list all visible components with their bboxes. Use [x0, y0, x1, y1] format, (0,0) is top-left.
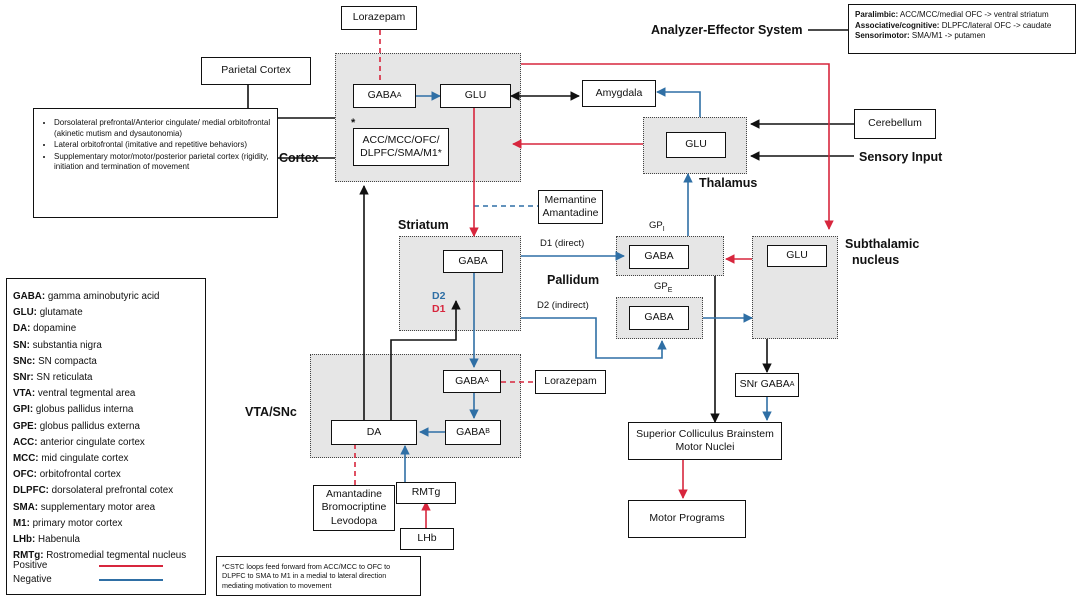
d2-label: D2: [432, 290, 446, 302]
lorazepam-top-box: Lorazepam: [341, 6, 417, 30]
glu-stn-box: GLU: [767, 245, 827, 267]
system-key-row-paralimbic: Paralimbic: ACC/MCC/medial OFC -> ventra…: [855, 10, 1049, 19]
abbreviation-row: SN: substantia nigra: [13, 339, 102, 351]
cortex-notes-list: Dorsolateral prefrontal/Anterior cingula…: [40, 118, 271, 174]
gpi-label: GPI: [649, 220, 665, 233]
abbreviation-legend: GABA: gamma aminobutyric acid GLU: gluta…: [6, 278, 206, 595]
positive-connectors: [421, 63, 834, 532]
abbreviation-row: OFC: orbitofrontal cortex: [13, 469, 121, 481]
abbreviation-row: RMTg: Rostromedial tegmental nucleus: [13, 550, 187, 562]
positive-legend-label: Positive: [13, 560, 48, 571]
pallidum-label: Pallidum: [547, 273, 600, 287]
footnote-line: DLPFC to SMA to M1 in a medial to latera…: [222, 571, 387, 581]
negative-legend-label: Negative: [13, 574, 52, 585]
cortex-note: Supplementary motor/motor/posterior pari…: [54, 152, 271, 173]
striatum-label: Striatum: [398, 218, 449, 232]
glu-thalamus-box: GLU: [666, 132, 726, 158]
subthalamic-label: Subthalamic: [845, 237, 920, 251]
d1-label: D1: [432, 303, 446, 315]
abbreviation-row: ACC: anterior cingulate cortex: [13, 436, 145, 448]
gaba-gpi-box: GABA: [629, 245, 689, 269]
negative-connectors: [400, 87, 772, 484]
system-key-box: Paralimbic: ACC/MCC/medial OFC -> ventra…: [848, 4, 1076, 54]
system-key-row-associative: Associative/cognitive: DLPFC/lateral OFC…: [855, 20, 1052, 30]
nucleus-label: nucleus: [852, 253, 900, 267]
system-key-row-sensorimotor: Sensorimotor: SMA/M1 -> putamen: [855, 31, 986, 40]
dashed-connectors: [354, 30, 538, 485]
thalamus-label: Thalamus: [699, 176, 758, 190]
da-box: DA: [331, 420, 417, 445]
amygdala-box: Amygdala: [582, 80, 656, 107]
gaba-gpe-box: GABA: [629, 306, 689, 330]
abbreviation-row: SMA: supplementary motor area: [13, 501, 156, 513]
d2-indirect-label: D2 (indirect): [537, 300, 589, 311]
cortex-note: Dorsolateral prefrontal/Anterior cingula…: [54, 118, 271, 139]
abbreviation-row: GABA: gamma aminobutyric acid: [13, 291, 160, 302]
abbreviation-row: DA: dopamine: [13, 323, 77, 335]
cerebellum-box: Cerebellum: [854, 109, 936, 139]
black-connectors: [247, 29, 854, 423]
acc-mcc-ofc-box: ACC/MCC/OFC/DLPFC/SMA/M1*: [353, 128, 449, 166]
abbreviation-row: SNc: SN compacta: [13, 355, 97, 367]
abbreviation-row: M1: primary motor cortex: [13, 517, 123, 529]
parietal-cortex-box: Parietal Cortex: [201, 57, 311, 85]
abbreviation-row: GLU: glutamate: [13, 307, 83, 319]
gaba-striatum-box: GABA: [443, 250, 503, 273]
system-key-list: Paralimbic: ACC/MCC/medial OFC -> ventra…: [855, 10, 1051, 42]
lorazepam-mid-box: Lorazepam: [535, 370, 606, 394]
abbreviation-row: SNr: SN reticulata: [13, 372, 93, 384]
gpe-label: GPE: [654, 281, 673, 294]
cortex-notes-box: Dorsolateral prefrontal/Anterior cingula…: [33, 108, 278, 218]
abbreviation-row: DLPFC: dorsolateral prefrontal cotex: [13, 485, 174, 497]
vta-snc-label: VTA/SNc: [245, 405, 297, 419]
d1-direct-label: D1 (direct): [540, 238, 585, 249]
footnote-line: mediating motivation to movement: [222, 580, 332, 590]
footnote-box: *CSTC loops feed forward from ACC/MCC to…: [216, 556, 421, 596]
lhb-box: LHb: [400, 528, 454, 550]
abbreviation-row: VTA: ventral tegmental area: [13, 388, 136, 400]
abbreviation-row: GPE: globus pallidus externa: [13, 420, 140, 432]
cortex-label: Cortex: [279, 151, 319, 165]
cortex-note: Lateral orbitofrontal (imitative and rep…: [54, 140, 271, 151]
glu-cortex-box: GLU: [440, 84, 511, 108]
abbreviation-row: LHb: Habenula: [13, 534, 80, 546]
line-legend-swatches: [99, 565, 163, 581]
abbreviation-row: MCC: mid cingulate cortex: [13, 453, 129, 465]
abbreviation-row: GPI: globus pallidus interna: [13, 404, 134, 416]
rmtg-box: RMTg: [396, 482, 456, 504]
asterisk-mark: *: [351, 117, 356, 129]
diagram-title: Analyzer-Effector System: [651, 23, 803, 37]
footnote-line: *CSTC loops feed forward from ACC/MCC to…: [222, 561, 391, 571]
sensory-input-label: Sensory Input: [859, 150, 943, 164]
motor-programs-box: Motor Programs: [628, 500, 746, 538]
